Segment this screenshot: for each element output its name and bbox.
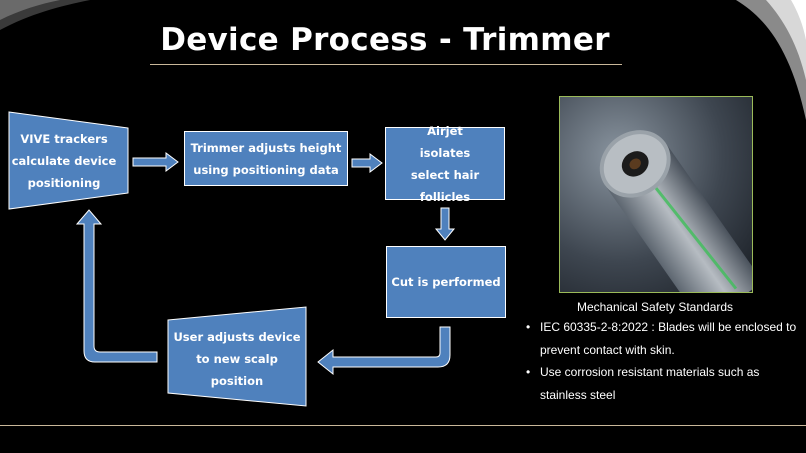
bullet-text: IEC 60335-2-8:2022 : Blades will be encl… — [540, 320, 797, 357]
step5-label: User adjusts device to new scalp positio… — [173, 330, 301, 388]
arrow-5-to-1 — [75, 209, 158, 363]
safety-standards-caption: Mechanical Safety Standards — [576, 300, 734, 314]
step3-box: Airjet isolates select hair follicles — [385, 124, 505, 204]
bullet-item: • Use corrosion resistant materials such… — [508, 361, 798, 406]
top-right-decor — [736, 0, 806, 120]
step1-shape — [8, 111, 129, 210]
bullet-dot: • — [526, 365, 531, 379]
step5-shape — [167, 306, 307, 407]
trimmer-device-photo — [559, 96, 753, 293]
step4-box: Cut is performed — [386, 246, 506, 318]
title-divider — [150, 64, 622, 65]
top-left-decor — [0, 0, 90, 30]
arrow-3-to-4 — [434, 207, 456, 241]
bullet-dot: • — [526, 320, 531, 334]
arrow-4-to-5 — [317, 326, 451, 376]
bullet-item: • IEC 60335-2-8:2022 : Blades will be en… — [508, 316, 798, 361]
safety-bullets: • IEC 60335-2-8:2022 : Blades will be en… — [508, 316, 798, 406]
bullet-text: Use corrosion resistant materials such a… — [540, 365, 760, 402]
arrow-1-to-2 — [132, 152, 179, 172]
step2-box: Trimmer adjusts height using positioning… — [184, 131, 348, 186]
step1-label: VIVE trackers calculate device positioni… — [11, 132, 117, 190]
footer-divider — [0, 425, 806, 426]
arrow-2-to-3 — [351, 153, 383, 173]
slide-title: Device Process - Trimmer — [160, 22, 610, 58]
